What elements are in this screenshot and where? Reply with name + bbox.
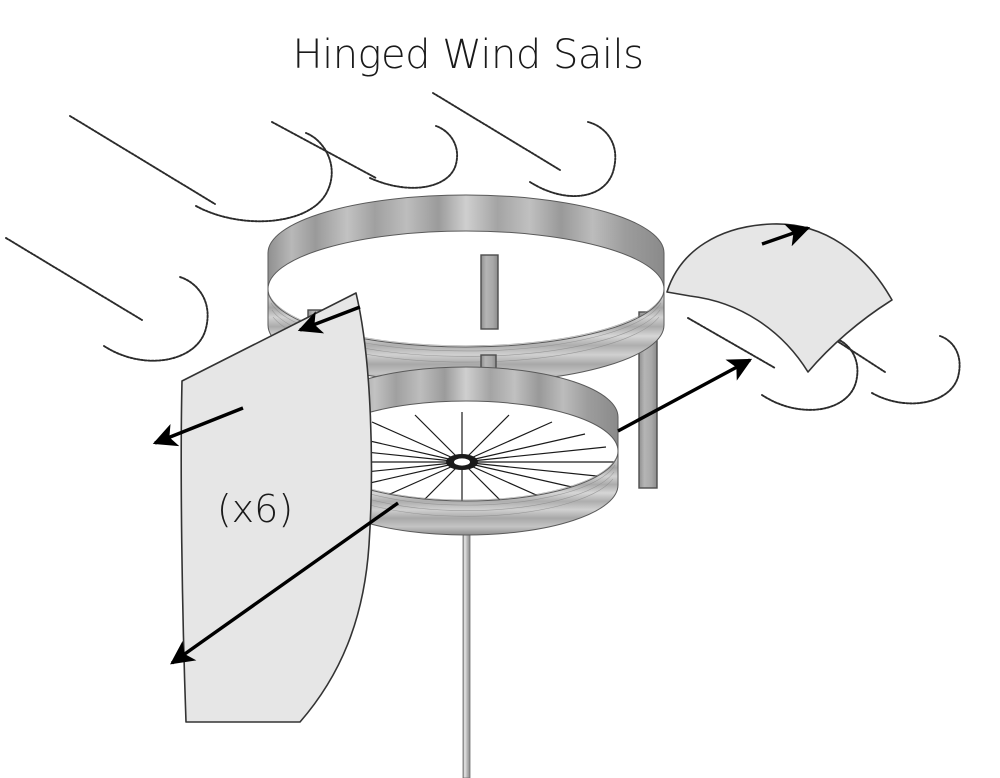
leader-to-upper-ring	[297, 305, 361, 334]
post-center-upper	[480, 254, 499, 330]
sail-left-foreground	[180, 292, 373, 723]
leader-to-lower-ring	[617, 358, 753, 433]
quantity-label: (x6)	[217, 487, 293, 531]
sail-right-canopy	[666, 223, 893, 373]
leader-lines-group	[152, 223, 811, 665]
leader-to-right-sail	[761, 223, 811, 247]
page-title: Hinged Wind Sails	[293, 32, 644, 78]
wheel-hub	[446, 454, 478, 470]
wind-streak-4	[5, 237, 209, 362]
wind-streak-2	[271, 121, 459, 189]
mast-shaft	[462, 531, 471, 778]
upper-hoop-back-band	[267, 194, 665, 290]
lower-hoop-back-band	[313, 366, 619, 452]
wind-streak-5	[687, 317, 859, 411]
wind-streak-1	[69, 115, 333, 223]
wind-streak-3	[432, 92, 617, 197]
leader-to-left-sail-lower	[170, 501, 399, 665]
leader-to-left-sail-upper	[152, 406, 244, 447]
